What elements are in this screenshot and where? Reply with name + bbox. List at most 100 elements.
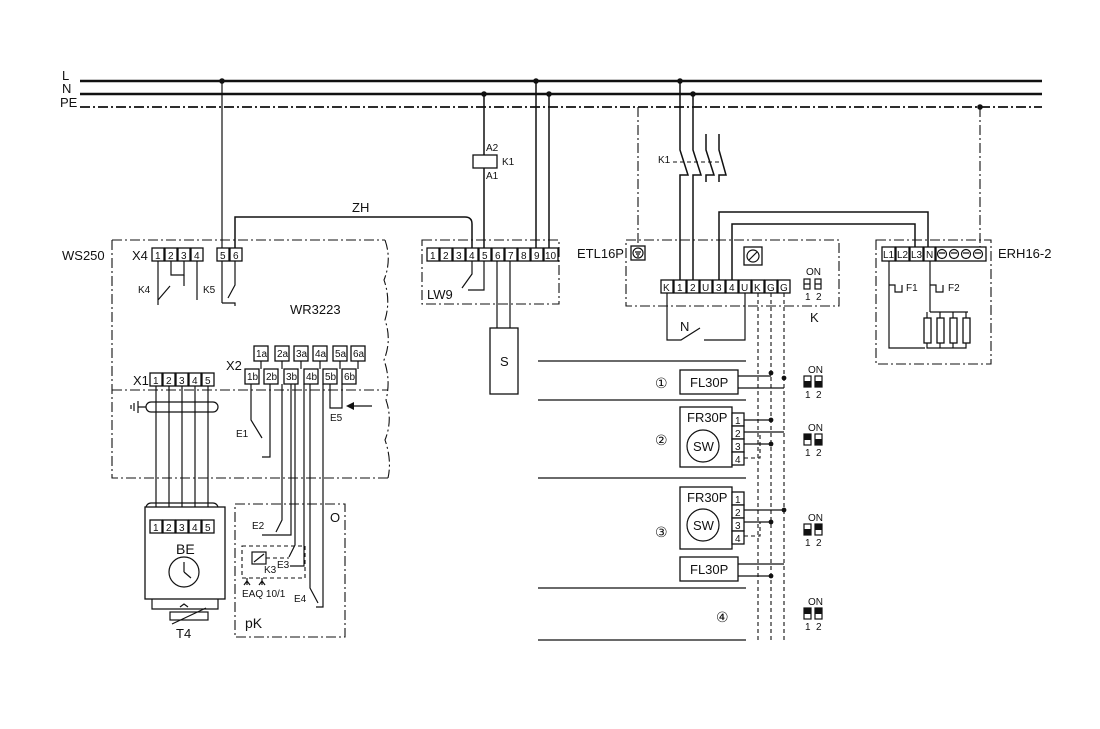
potentiometer-icon xyxy=(746,249,760,263)
svg-text:K: K xyxy=(663,283,670,294)
heater-element-icon xyxy=(936,317,945,344)
svg-text:SW: SW xyxy=(693,518,715,533)
coil-a1-label: A1 xyxy=(486,171,499,182)
e1-label: E1 xyxy=(236,429,249,440)
svg-text:K: K xyxy=(754,283,761,294)
svg-text:3: 3 xyxy=(735,521,741,532)
svg-text:5: 5 xyxy=(205,376,211,387)
svg-text:2: 2 xyxy=(443,251,449,262)
svg-text:1: 1 xyxy=(805,538,811,549)
svg-text:G: G xyxy=(767,283,775,294)
svg-text:3: 3 xyxy=(456,251,462,262)
svg-text:L2: L2 xyxy=(897,250,909,261)
x2-label: X2 xyxy=(226,358,242,373)
wr3223-label: WR3223 xyxy=(290,302,341,317)
s-label: S xyxy=(500,354,509,369)
ws250-label: WS250 xyxy=(62,248,105,263)
room-separators xyxy=(538,360,746,641)
svg-text:1: 1 xyxy=(735,495,741,506)
etl-on-label: ON xyxy=(806,267,821,278)
etl-sw2-label: 2 xyxy=(816,292,822,303)
heater-element-icon xyxy=(962,317,971,344)
x2-terminals-bottom: 1b 2b 3b 4b 5b 6b xyxy=(244,368,357,385)
svg-text:1: 1 xyxy=(430,251,436,262)
svg-text:ON: ON xyxy=(808,597,823,608)
svg-text:1a: 1a xyxy=(256,349,268,360)
svg-text:L3: L3 xyxy=(911,250,923,261)
svg-text:1: 1 xyxy=(153,376,159,387)
heater-element-icon xyxy=(949,317,958,344)
be-terminal-strip: 1 2 3 4 5 xyxy=(149,519,215,534)
room-1-number: ① xyxy=(655,375,668,391)
svg-text:6: 6 xyxy=(495,251,501,262)
pk-label: pK xyxy=(245,615,263,631)
svg-text:8: 8 xyxy=(521,251,527,262)
svg-text:7: 7 xyxy=(508,251,514,262)
e3-label: E3 xyxy=(277,560,290,571)
svg-text:ON: ON xyxy=(808,513,823,524)
erh16-terminal-strip: L1 L2 L3 N xyxy=(881,246,936,262)
f1-label: F1 xyxy=(906,283,918,294)
contactor-k1: A2 A1 K1 xyxy=(472,94,515,248)
etl16p-unit: ETL16P K1 K 1 2 U 3 4 U K G G xyxy=(577,81,929,341)
lw9-label: LW9 xyxy=(427,287,453,302)
svg-text:L1: L1 xyxy=(883,250,895,261)
svg-text:6: 6 xyxy=(233,251,239,262)
etl-sw1-label: 1 xyxy=(805,292,811,303)
svg-text:5: 5 xyxy=(220,251,226,262)
bus-pe-label: PE xyxy=(60,95,78,110)
svg-text:3: 3 xyxy=(179,523,185,534)
ground-terminal-icon xyxy=(632,247,644,259)
svg-text:4a: 4a xyxy=(315,349,327,360)
etl-k1-label: K1 xyxy=(658,155,671,166)
svg-text:3: 3 xyxy=(735,442,741,453)
x1-label: X1 xyxy=(133,373,149,388)
fl30p-device xyxy=(679,556,739,582)
t4-label: T4 xyxy=(176,626,191,641)
svg-text:U: U xyxy=(702,283,709,294)
x2-terminals-top: 1a 2a 3a 4a 5a 6a xyxy=(253,345,366,362)
svg-text:1: 1 xyxy=(155,251,161,262)
ground-terminal-icon xyxy=(972,248,984,260)
svg-text:10: 10 xyxy=(545,251,557,262)
thermistor-t4-icon xyxy=(169,611,209,621)
heater-element-icon xyxy=(923,317,932,344)
k5-label: K5 xyxy=(203,285,216,296)
svg-text:5b: 5b xyxy=(325,372,337,383)
lw9-unit: LW9 1 2 3 4 5 6 7 8 9 10 S xyxy=(421,81,560,395)
svg-text:4: 4 xyxy=(194,251,200,262)
erh16-unit: ERH16-2 L1 L2 L3 N F1 F2 xyxy=(875,107,1051,365)
coil-k1-icon xyxy=(472,154,498,169)
zh-label: ZH xyxy=(352,200,369,215)
x4-label: X4 xyxy=(132,248,148,263)
etl-k-label: K xyxy=(810,310,819,325)
svg-text:1: 1 xyxy=(805,448,811,459)
svg-text:4: 4 xyxy=(735,534,741,545)
svg-text:2: 2 xyxy=(735,429,741,440)
x4-terminal-strip: 1 2 3 4 xyxy=(151,247,204,262)
svg-text:3: 3 xyxy=(179,376,185,387)
room-4: ④ xyxy=(716,609,729,625)
svg-text:5a: 5a xyxy=(335,349,347,360)
ground-terminal-icon xyxy=(948,248,960,260)
svg-text:6b: 6b xyxy=(344,372,356,383)
room-3: ③ FR30P SW 1 2 3 4 FL30P xyxy=(655,486,784,582)
etl-n-label: N xyxy=(680,319,689,334)
ground-terminal-icon xyxy=(936,248,948,260)
etl16p-label: ETL16P xyxy=(577,246,624,261)
ground-terminal-icon xyxy=(960,248,972,260)
lw9-terminal-strip: 1 2 3 4 5 6 7 8 9 10 xyxy=(426,247,559,262)
clock-icon xyxy=(168,556,200,588)
svg-text:FR30P: FR30P xyxy=(687,410,727,425)
svg-text:G: G xyxy=(780,283,788,294)
svg-text:FL30P: FL30P xyxy=(690,562,728,577)
room-4-number: ④ xyxy=(716,609,729,625)
svg-text:9: 9 xyxy=(534,251,540,262)
svg-text:2: 2 xyxy=(690,283,696,294)
svg-text:2: 2 xyxy=(168,251,174,262)
k3-label: K3 xyxy=(264,565,277,576)
svg-text:2: 2 xyxy=(816,538,822,549)
